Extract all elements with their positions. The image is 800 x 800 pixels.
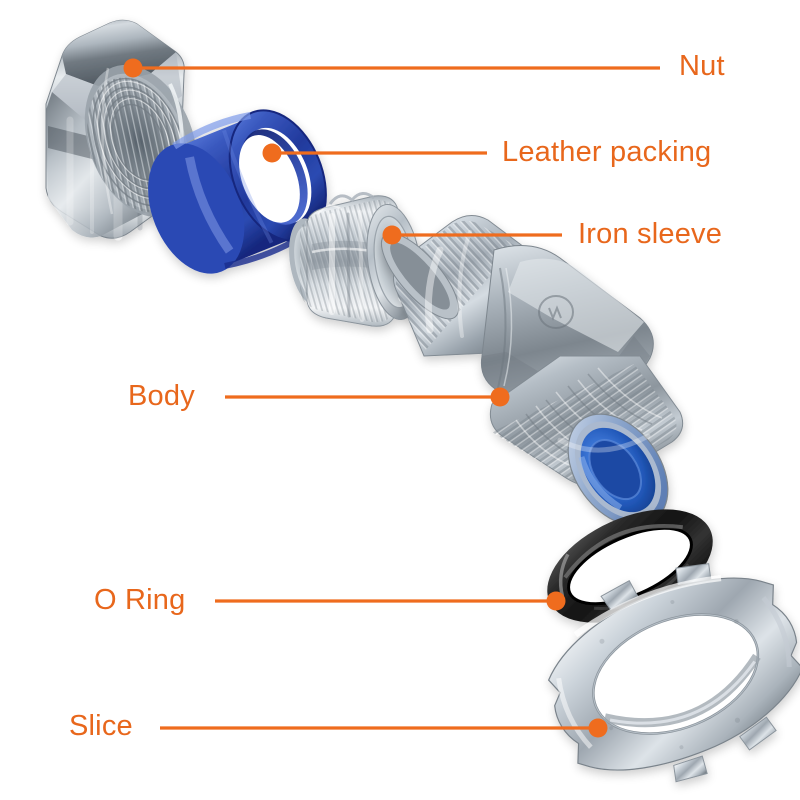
callout-label-slice: Slice: [69, 710, 133, 742]
callout-iron-sleeve[interactable]: [382, 225, 563, 245]
part-slice: [547, 563, 800, 783]
callout-dot-slice: [588, 718, 608, 738]
part-leather-packing: [148, 109, 327, 274]
callout-leather-packing[interactable]: [262, 143, 488, 163]
callout-label-body: Body: [128, 380, 195, 412]
callout-dot-body: [490, 387, 510, 407]
callout-body[interactable]: [225, 387, 510, 407]
callout-dot-o-ring: [546, 591, 566, 611]
callout-slice[interactable]: [160, 718, 608, 738]
callout-nut[interactable]: [123, 58, 661, 78]
part-o-ring: [547, 509, 713, 623]
callout-dot-nut: [123, 58, 143, 78]
callout-o-ring[interactable]: [215, 591, 566, 611]
callout-label-nut: Nut: [679, 50, 725, 82]
callout-label-o-ring: O Ring: [94, 584, 186, 616]
callout-label-leather-packing: Leather packing: [502, 136, 712, 168]
callout-dot-leather-packing: [262, 143, 282, 163]
callout-label-iron-sleeve: Iron sleeve: [578, 218, 723, 250]
callout-dot-iron-sleeve: [382, 225, 402, 245]
callout-layer: [123, 58, 661, 738]
